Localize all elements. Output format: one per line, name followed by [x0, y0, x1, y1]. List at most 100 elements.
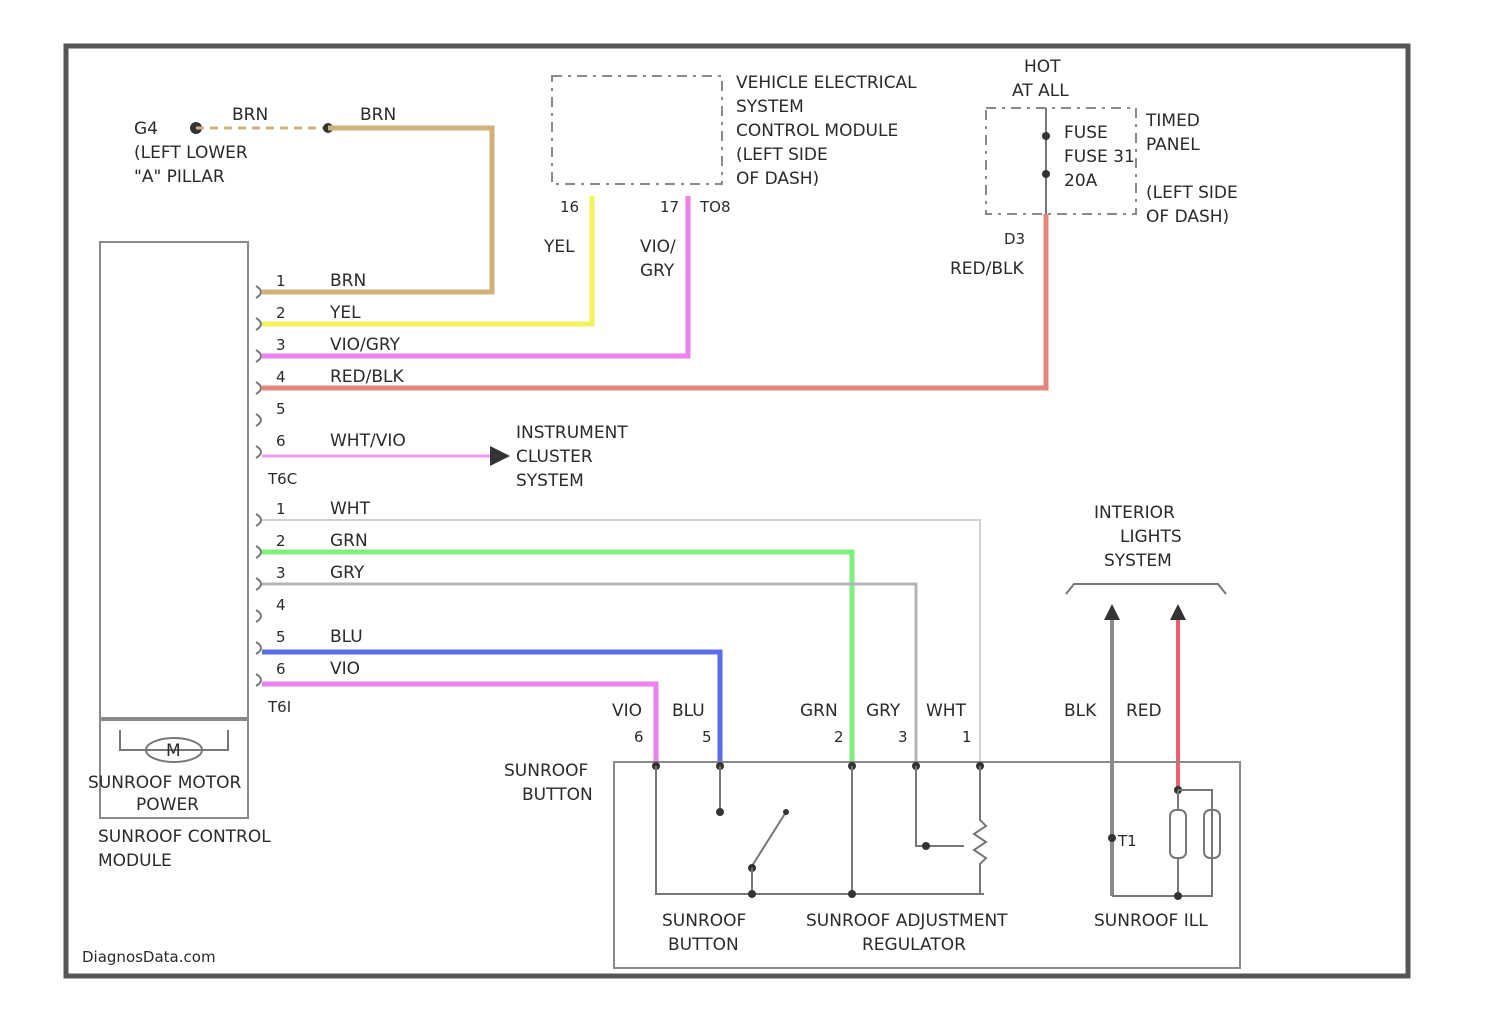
- connector-pin-wire: GRN: [330, 531, 368, 551]
- connector-pin-number: 4: [276, 596, 286, 614]
- fuse-line3: 20A: [1064, 171, 1098, 191]
- vescm-line5: OF DASH): [736, 169, 819, 189]
- connector-pin-arc: [256, 546, 261, 558]
- vescm-pin-17: 17: [660, 198, 679, 216]
- connector-pin-number: 3: [276, 336, 286, 354]
- motor-label-line2: POWER: [136, 795, 199, 815]
- regulator-junction: [848, 890, 856, 898]
- module-label-line1: SUNROOF CONTROL: [98, 827, 271, 847]
- regulator-wiper-dot: [922, 842, 930, 850]
- wire-label-vio-2: GRY: [640, 261, 675, 281]
- connector-pin-number: 6: [276, 660, 286, 678]
- button-label-line1: SUNROOF: [662, 911, 746, 931]
- regulator-wiper-line: [916, 766, 964, 846]
- switch-contact-top: [716, 808, 724, 816]
- wire-gry: [262, 584, 916, 764]
- wire-brn: [262, 128, 492, 292]
- connector-t6c-name: T6C: [267, 470, 297, 488]
- vescm-label: VEHICLE ELECTRICAL SYSTEM CONTROL MODULE…: [736, 73, 917, 189]
- connector-t6i-name: T6I: [267, 698, 291, 716]
- wire-vio-gry: [262, 196, 688, 356]
- connector-pin-number: 4: [276, 368, 286, 386]
- connector-pin-wire: WHT: [330, 499, 371, 519]
- panel-line2: PANEL: [1146, 135, 1200, 155]
- connector-pin-wire: WHT/VIO: [330, 431, 406, 451]
- connector-pin-number: 2: [276, 532, 286, 550]
- regulator-label-line1: SUNROOF ADJUSTMENT: [806, 911, 1008, 931]
- connector-pin-number: 1: [276, 500, 286, 518]
- instrument-line2: CLUSTER: [516, 447, 593, 467]
- instrument-line3: SYSTEM: [516, 471, 584, 491]
- button-pin-5: 5: [702, 728, 712, 746]
- wire-label-btn-grn: GRN: [800, 701, 838, 721]
- motor-letter: M: [166, 741, 181, 761]
- vescm-box: [552, 76, 722, 184]
- wire-vio: [262, 684, 656, 764]
- interior-bracket: [1066, 584, 1226, 594]
- connector-pin-wire: RED/BLK: [330, 367, 405, 387]
- connector-pin-wire: VIO/GRY: [330, 335, 401, 355]
- ground-location-line1: (LEFT LOWER: [134, 143, 248, 163]
- connector-t6i: 1 WHT 2 GRN 3 GRY 4 5 BLU 6 VIO: [256, 499, 371, 686]
- instrument-cluster-arrow: [490, 446, 510, 466]
- sunroof-button-conn-line2: BUTTON: [522, 785, 593, 805]
- wire-label-brn-b: BRN: [360, 105, 396, 125]
- ill-label: SUNROOF ILL: [1094, 911, 1208, 931]
- regulator-resistor: [974, 766, 986, 894]
- wire-yel: [262, 196, 592, 324]
- connector-pin-arc: [256, 414, 261, 426]
- interior-line2: LIGHTS: [1120, 527, 1182, 547]
- wire-label-redblk: RED/BLK: [950, 259, 1025, 279]
- sunroof-button-conn-line1: SUNROOF: [504, 761, 588, 781]
- wire-label-btn-vio: VIO: [612, 701, 642, 721]
- connector-pin-number: 3: [276, 564, 286, 582]
- wire-wht: [262, 520, 980, 764]
- vescm-line2: SYSTEM: [736, 97, 804, 117]
- arrow-blk: [1104, 604, 1120, 620]
- fuse-line1: FUSE: [1064, 123, 1108, 143]
- connector-pin-number: 5: [276, 628, 286, 646]
- panel-line4: OF DASH): [1146, 207, 1229, 227]
- fuse-line2: FUSE 31: [1064, 147, 1135, 167]
- wire-label-btn-blu: BLU: [672, 701, 705, 721]
- arrow-red: [1170, 604, 1186, 620]
- connector-pin-number: 5: [276, 400, 286, 418]
- panel-line1: TIMED: [1145, 111, 1200, 131]
- wire-label-brn-a: BRN: [232, 105, 268, 125]
- vescm-line1: VEHICLE ELECTRICAL: [736, 73, 917, 93]
- connector-pin-arc: [256, 514, 261, 526]
- connector-pin-arc: [256, 610, 261, 622]
- hot-line1: HOT: [1024, 57, 1061, 77]
- vescm-line3: CONTROL MODULE: [736, 121, 898, 141]
- connector-pin-number: 2: [276, 304, 286, 322]
- ill-junction: [1174, 892, 1182, 900]
- ground-location-line2: "A" PILLAR: [134, 167, 225, 187]
- wire-label-ill-blk: BLK: [1064, 701, 1097, 721]
- connector-pin-number: 1: [276, 272, 286, 290]
- connector-pin-arc: [256, 350, 261, 362]
- button-pin-3: 3: [898, 728, 908, 746]
- connector-pin-arc: [256, 642, 261, 654]
- watermark: DiagnosData.com: [82, 948, 216, 966]
- fuse-pin: D3: [1004, 230, 1025, 248]
- connector-pin-wire: GRY: [330, 563, 365, 583]
- switch-junction: [748, 890, 756, 898]
- connector-pin-wire: BLU: [330, 627, 363, 647]
- instrument-line1: INSTRUMENT: [516, 423, 628, 443]
- connector-pin-arc: [256, 674, 261, 686]
- connector-pin-arc: [256, 286, 261, 298]
- wire-label-btn-gry: GRY: [866, 701, 901, 721]
- switch-blade: [752, 812, 786, 866]
- ill-bypass: [1178, 790, 1212, 896]
- connector-pin-arc: [256, 446, 261, 458]
- ill-pin: T1: [1117, 832, 1137, 850]
- button-pin-2: 2: [834, 728, 844, 746]
- connector-pin-wire: VIO: [330, 659, 360, 679]
- interior-line1: INTERIOR: [1094, 503, 1175, 523]
- module-label-line2: MODULE: [98, 851, 172, 871]
- fuse-contact-bottom: [1042, 170, 1050, 178]
- regulator-label-line2: REGULATOR: [862, 935, 966, 955]
- button-terminals: [652, 762, 984, 770]
- button-pin-1: 1: [962, 728, 972, 746]
